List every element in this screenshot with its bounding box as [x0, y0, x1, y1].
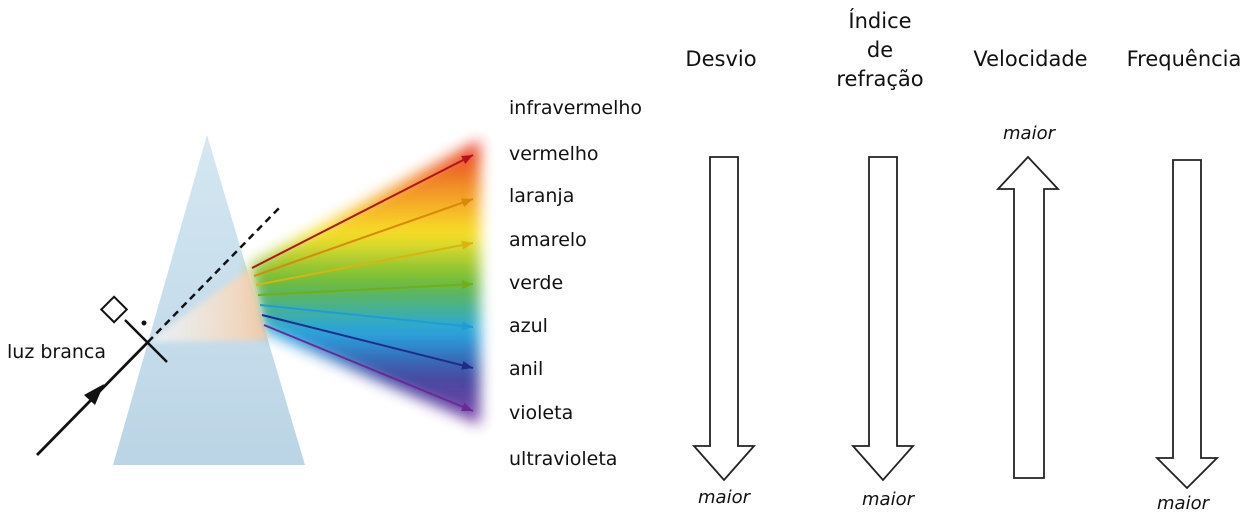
white-light-label: luz branca: [7, 341, 106, 363]
spectrum-label-verde: verde: [509, 272, 564, 294]
ray-anil: [261, 314, 474, 369]
spectrum-label-ultravioleta: ultravioleta: [509, 448, 618, 470]
spectrum-label-amarelo: amarelo: [509, 229, 587, 251]
ray-vermelho: [251, 154, 474, 269]
ray-arrowhead-azul: [461, 321, 473, 331]
desvio-arrow-down: [692, 156, 756, 482]
ray-arrowhead-amarelo: [461, 240, 473, 250]
ray-arrowhead-verde: [461, 280, 473, 290]
ray-azul: [259, 304, 474, 328]
column-title-indice-de-refracao: Índice de refração: [836, 9, 924, 91]
right-angle-dot: [141, 320, 147, 326]
right-angle-marker: [99, 295, 129, 324]
spectrum-fan: [250, 140, 480, 425]
column-title-desvio: Desvio: [685, 47, 757, 71]
ray-arrowhead-anil: [461, 360, 473, 370]
spectrum-label-violeta: violeta: [509, 402, 574, 424]
indice-de-refracao-arrow-down: [851, 156, 915, 482]
spectrum-label-infravermelho: infravermelho: [509, 97, 643, 119]
ray-arrowhead-laranja: [461, 198, 473, 207]
spectrum-label-azul: azul: [509, 315, 548, 337]
frequencia-arrow-down: [1154, 159, 1220, 490]
spectrum-label-anil: anil: [509, 358, 544, 380]
frequencia-maior-label: maior: [1157, 493, 1209, 514]
ray-laranja: [253, 198, 474, 277]
velocidade-arrow-up: [995, 155, 1061, 479]
column-title-velocidade: Velocidade: [973, 47, 1088, 71]
inner-beam: [148, 268, 268, 342]
ray-verde: [257, 283, 474, 296]
ray-amarelo: [255, 242, 474, 286]
ray-arrowhead-vermelho: [461, 155, 473, 165]
prism-surface-line: [124, 319, 168, 363]
velocidade-maior-label: maior: [1003, 123, 1055, 144]
column-title-frequencia: Frequência: [1126, 47, 1242, 71]
indice-de-refracao-maior-label: maior: [862, 489, 914, 510]
spectrum-label-vermelho: vermelho: [509, 143, 599, 165]
dispersed-rays: [251, 154, 474, 412]
desvio-maior-label: maior: [698, 487, 750, 508]
ray-arrowhead-violeta: [461, 402, 473, 411]
ray-violeta: [263, 324, 474, 412]
spectrum-label-laranja: laranja: [509, 185, 575, 207]
normal-line: [147, 204, 283, 343]
incident-ray-arrowhead: [84, 384, 104, 405]
